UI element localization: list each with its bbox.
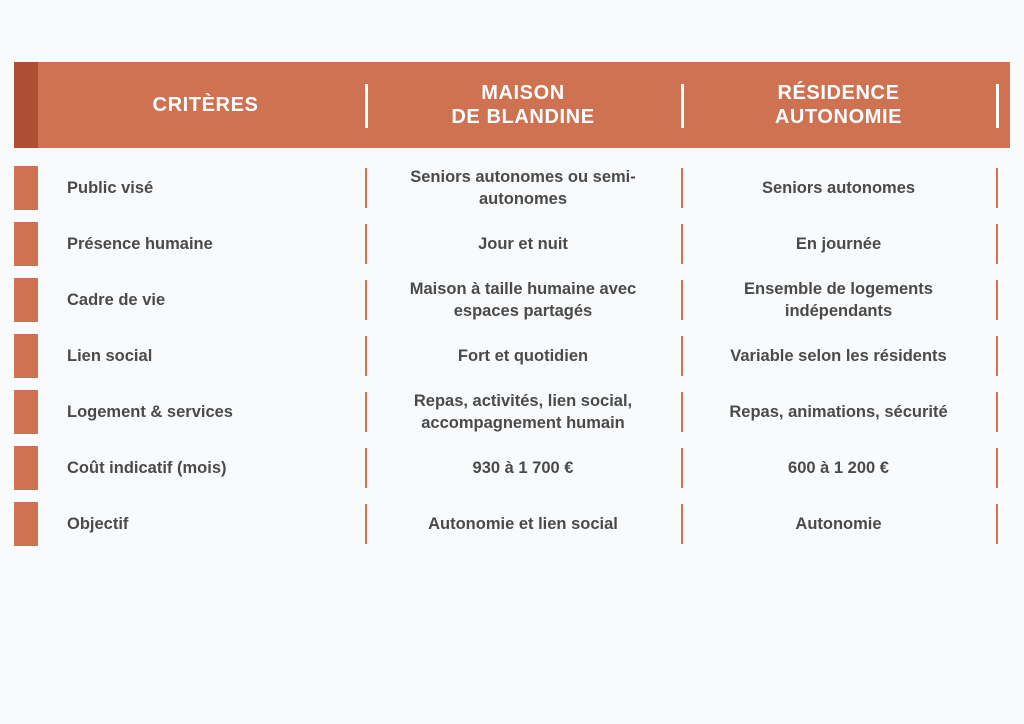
cell-residence-autonomie: Repas, animations, sécurité (729, 402, 948, 421)
cell-maison-de-blandine: 930 à 1 700 € (472, 458, 574, 477)
row-divider-1 (365, 448, 367, 488)
row-bullet-wrap (14, 160, 38, 216)
row-bullet-wrap (14, 496, 38, 552)
header-divider-3 (996, 84, 999, 128)
table-row: Cadre de vie Maison à taille humaine avec… (14, 272, 1010, 328)
table-row: Objectif Autonomie et lien social Autonomi… (14, 496, 1010, 552)
cell-criteria: Public visé (67, 178, 154, 197)
row-divider-2 (681, 504, 683, 544)
cell-maison-de-blandine: Jour et nuit (478, 234, 568, 253)
cell-residence-autonomie: 600 à 1 200 € (788, 458, 889, 477)
row-bullet-wrap (14, 216, 38, 272)
row-divider-2 (681, 168, 683, 208)
row-bullet-wrap (14, 328, 38, 384)
table-header-row: CRITÈRES MAISON DE BLANDINE RÉSIDENCE AU… (14, 62, 1010, 148)
cell-maison-de-blandine: Autonomie et lien social (428, 514, 618, 533)
header-cell-maison-de-blandine: MAISON DE BLANDINE (365, 62, 681, 148)
row-divider-1 (365, 504, 367, 544)
row-bullet-marker (14, 222, 38, 266)
row-divider-1 (365, 280, 367, 320)
header-maison-line2: DE BLANDINE (451, 106, 595, 128)
cell-criteria: Cadre de vie (67, 290, 166, 309)
table-row: Lien social Fort et quotidien Variable sel… (14, 328, 1010, 384)
row-bullet-marker (14, 278, 38, 322)
table-row: Public visé Seniors autonomes ou semi-aut… (14, 160, 1010, 216)
header-cell-criteria: CRITÈRES (152, 93, 259, 116)
table-body: Public visé Seniors autonomes ou semi-aut… (14, 148, 1010, 552)
header-cell-residence-autonomie: RÉSIDENCE AUTONOMIE (681, 62, 996, 148)
table-row: Coût indicatif (mois) 930 à 1 700 € 600 à … (14, 440, 1010, 496)
row-divider-1 (365, 224, 367, 264)
row-divider-3 (996, 504, 998, 544)
cell-criteria: Présence humaine (67, 234, 213, 253)
row-bullet-marker (14, 390, 38, 434)
row-divider-2 (681, 336, 683, 376)
row-divider-3 (996, 224, 998, 264)
header-divider-1 (365, 84, 368, 128)
header-residence-line1: RÉSIDENCE (777, 81, 900, 104)
comparison-table: CRITÈRES MAISON DE BLANDINE RÉSIDENCE AU… (14, 62, 1010, 552)
header-residence-line2: AUTONOMIE (774, 106, 903, 128)
row-divider-3 (996, 448, 998, 488)
row-divider-1 (365, 392, 367, 432)
cell-residence-autonomie: Variable selon les résidents (730, 346, 947, 365)
cell-maison-de-blandine: Maison à taille humaine avec espaces par… (409, 279, 637, 320)
cell-residence-autonomie: Autonomie (795, 514, 882, 533)
row-bullet-wrap (14, 272, 38, 328)
cell-residence-autonomie: En journée (795, 234, 882, 253)
row-bullet-marker (14, 166, 38, 210)
cell-criteria: Lien social (67, 346, 153, 365)
cell-residence-autonomie: Ensemble de logements indépendants (744, 279, 933, 320)
row-divider-3 (996, 280, 998, 320)
table-row: Présence humaine Jour et nuit En journée (14, 216, 1010, 272)
header-divider-2 (681, 84, 684, 128)
row-divider-1 (365, 336, 367, 376)
row-bullet-wrap (14, 384, 38, 440)
row-bullet-marker (14, 334, 38, 378)
row-divider-2 (681, 448, 683, 488)
row-divider-3 (996, 168, 998, 208)
header-maison-line1: MAISON (481, 81, 565, 104)
row-divider-2 (681, 392, 683, 432)
cell-criteria: Objectif (67, 514, 129, 533)
row-divider-3 (996, 336, 998, 376)
row-bullet-marker (14, 502, 38, 546)
row-divider-3 (996, 392, 998, 432)
row-divider-2 (681, 224, 683, 264)
row-bullet-marker (14, 446, 38, 490)
row-bullet-wrap (14, 440, 38, 496)
cell-maison-de-blandine: Seniors autonomes ou semi-autonomes (410, 167, 636, 208)
cell-criteria: Coût indicatif (mois) (67, 458, 227, 477)
cell-residence-autonomie: Seniors autonomes (761, 178, 916, 197)
table-row: Logement & services Repas, activités, lie… (14, 384, 1010, 440)
cell-criteria: Logement & services (67, 402, 233, 421)
row-divider-2 (681, 280, 683, 320)
row-divider-1 (365, 168, 367, 208)
cell-maison-de-blandine: Fort et quotidien (457, 346, 589, 365)
header-accent-tab (14, 62, 38, 148)
cell-maison-de-blandine: Repas, activités, lien social, accompagn… (413, 391, 633, 432)
